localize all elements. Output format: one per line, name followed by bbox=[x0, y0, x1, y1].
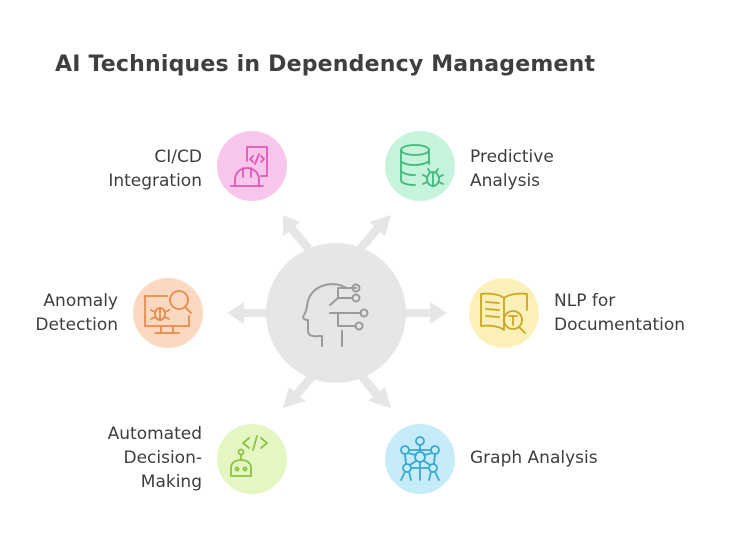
label-predictive: Predictive Analysis bbox=[470, 147, 554, 191]
anomaly-node bbox=[133, 278, 203, 348]
center-hub bbox=[266, 243, 406, 383]
label-graph: Graph Analysis bbox=[470, 448, 598, 468]
monitor-bug-search-icon bbox=[144, 290, 192, 334]
arrow-left bbox=[227, 302, 266, 324]
graph-node bbox=[385, 424, 455, 494]
ai-head-circuit-icon bbox=[302, 283, 369, 347]
nlp-node bbox=[469, 278, 539, 348]
label-cicd: CI/CD Integration bbox=[108, 147, 202, 191]
book-text-search-icon bbox=[480, 292, 528, 334]
label-automated: Automated Decision- Making bbox=[107, 424, 202, 492]
label-anomaly: Anomaly Detection bbox=[35, 291, 118, 335]
arrow-right bbox=[406, 302, 447, 324]
cicd-node bbox=[217, 131, 287, 201]
arrow-up-left bbox=[283, 215, 312, 251]
hardhat-code-icon bbox=[230, 146, 268, 187]
label-nlp: NLP for Documentation bbox=[554, 291, 686, 335]
predictive-node bbox=[385, 131, 455, 201]
arrow-up-right bbox=[357, 215, 391, 251]
arrow-down-right bbox=[357, 372, 391, 408]
network-graph-icon bbox=[400, 436, 440, 481]
arrow-down-left bbox=[283, 372, 317, 408]
automated-node bbox=[217, 424, 287, 494]
page-title: AI Techniques in Dependency Management bbox=[55, 52, 596, 77]
database-bug-icon bbox=[400, 144, 444, 187]
robot-code-icon bbox=[230, 435, 268, 477]
